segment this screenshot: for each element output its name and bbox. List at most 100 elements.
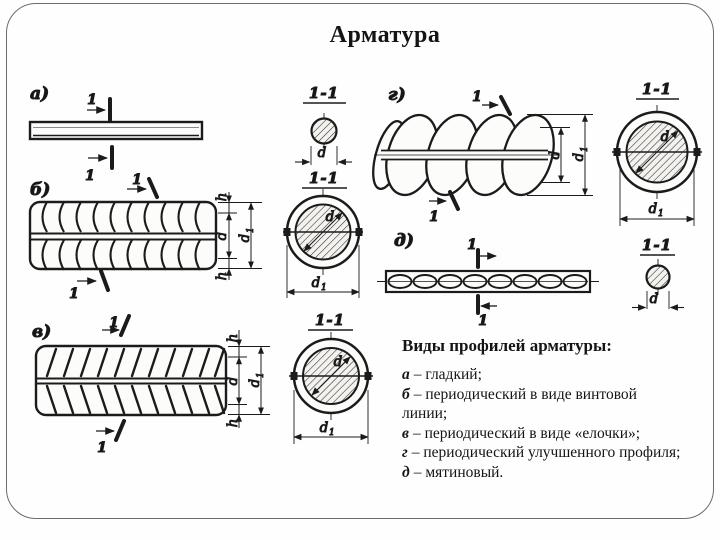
dim-label-h: h (214, 193, 230, 202)
stamped-ovals (387, 274, 588, 289)
legend-item-g: г– периодический улучшенного профиля; (402, 443, 682, 463)
legend-key: а (402, 366, 410, 383)
dim-label-d: d (547, 150, 563, 159)
section-label: 1-1 (642, 80, 672, 98)
legend-key: д (402, 463, 410, 481)
svg-text:d: d (649, 201, 658, 217)
svg-text:1: 1 (256, 372, 266, 378)
figure-a-smooth-bar: а) 1 1 (28, 84, 204, 185)
section-a-circle (310, 117, 338, 145)
figure-g-label: г) (388, 85, 406, 105)
cut-mark-a-top: 1 (87, 92, 112, 122)
page-border (6, 3, 714, 519)
dim-label-d1: d 1 (237, 227, 257, 243)
section-label: 1-1 (642, 236, 672, 254)
svg-text:1: 1 (246, 227, 256, 233)
dim-label-h: h (214, 272, 230, 281)
legend-text: – мятиновый. (413, 463, 504, 481)
page-title: Арматура (329, 22, 441, 48)
section-d-circle (645, 264, 671, 290)
svg-text:d: d (571, 152, 587, 161)
svg-text:1: 1 (658, 209, 664, 219)
longitudinal-rib-left (283, 228, 291, 236)
cut-number: 1 (87, 92, 97, 108)
svg-text:d: d (320, 420, 329, 436)
legend-text: – периодический улучшенного профиля; (411, 444, 681, 462)
cut-number: 1 (472, 89, 482, 105)
dim-label-d: d (661, 129, 670, 145)
legend-item-b: б– периодический в виде винтовой линии; (402, 385, 682, 424)
cut-number: 1 (429, 209, 439, 225)
figure-b-label: б) (30, 180, 50, 200)
dim-label-d1: d 1 (247, 372, 267, 388)
cut-number: 1 (109, 315, 119, 331)
cut-mark-b-top: 1 (127, 172, 159, 199)
section-label: 1-1 (315, 311, 345, 329)
spiral-ribs (41, 201, 201, 271)
svg-text:d: d (237, 233, 253, 242)
dim-label-h: h (225, 419, 241, 428)
cut-mark-a-bottom: 1 (85, 145, 114, 185)
dim-label-d1: d 1 (319, 420, 335, 439)
longitudinal-rib-left (613, 148, 621, 156)
section-d-view: 1-1 d (632, 236, 684, 311)
legend-text: – гладкий; (413, 366, 482, 383)
legend: Виды профилей арматуры: а– гладкий; б– п… (402, 336, 682, 483)
legend-item-d: д– мятиновый. (402, 463, 682, 483)
cut-number: 1 (97, 440, 107, 456)
svg-text:1: 1 (329, 428, 335, 438)
legend-key: б (402, 385, 410, 403)
cut-mark-v-bottom: 1 (96, 419, 126, 457)
dim-label-h: h (225, 334, 241, 343)
smooth-bar-body (28, 120, 204, 141)
svg-text:d: d (312, 275, 321, 291)
cut-mark-v-top: 1 (102, 314, 131, 337)
dim-label-d1: d 1 (311, 275, 327, 294)
cut-number: 1 (132, 172, 142, 188)
figure-g-screw-bar: г) 1 1 (372, 85, 593, 226)
dimensions-b: h d h d 1 (214, 192, 262, 281)
herringbone-ribs (45, 347, 226, 415)
cut-mark-g-bottom: 1 (429, 190, 460, 226)
cut-mark-d-bottom: 1 (476, 294, 497, 330)
dim-label-d: d (318, 145, 327, 161)
svg-text:d: d (247, 378, 263, 387)
section-b-view: 1-1 d d 1 (283, 169, 363, 298)
legend-key: в (402, 424, 409, 442)
section-v-view: 1-1 d d 1 (289, 311, 373, 444)
cut-mark-g-top: 1 (472, 89, 512, 116)
longitudinal-rib-right (693, 148, 701, 156)
section-a-view: 1-1 d (295, 84, 352, 166)
dim-label-d: d (650, 291, 659, 307)
dimensions-g: d d 1 (527, 114, 593, 196)
legend-text: – периодический в виде «елочки»; (412, 424, 641, 442)
longitudinal-rib-right (364, 372, 372, 380)
legend-item-v: в– периодический в виде «елочки»; (402, 424, 682, 444)
dimensions-v: h d h d 1 (225, 330, 270, 428)
figure-v-herringbone-bar: в) 1 1 (32, 314, 270, 457)
dim-label-d: d (326, 209, 335, 225)
figure-b-spiral-bar: б) 1 1 (28, 172, 262, 303)
svg-text:1: 1 (321, 283, 327, 293)
dim-label-d1: d 1 (571, 146, 591, 162)
legend-title: Виды профилей арматуры: (402, 336, 612, 355)
longitudinal-rib-right (355, 228, 363, 236)
figure-d-stamped-bar: д) 1 1 (377, 231, 599, 330)
section-label: 1-1 (309, 84, 339, 102)
dim-label-d: d (225, 376, 241, 385)
section-label: 1-1 (309, 169, 339, 187)
cut-number: 1 (69, 286, 79, 302)
herringbone-bar-body (34, 344, 228, 417)
cut-number: 1 (478, 313, 488, 329)
figure-a-label: а) (30, 84, 49, 104)
figure-d-label: д) (394, 231, 414, 251)
cut-number: 1 (467, 237, 477, 253)
longitudinal-rib-left (290, 372, 298, 380)
dim-label-d: d (214, 231, 230, 240)
legend-key: г (402, 444, 408, 462)
svg-text:1: 1 (580, 146, 590, 152)
cut-mark-b-bottom: 1 (69, 269, 110, 303)
ribbed-bar-body (28, 200, 218, 271)
